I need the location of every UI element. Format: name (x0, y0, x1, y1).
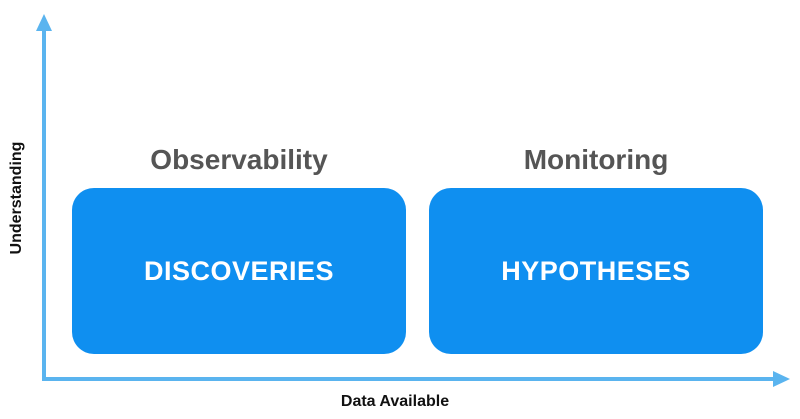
y-axis-label: Understanding (8, 141, 25, 255)
discoveries-label: DISCOVERIES (143, 255, 335, 286)
hypotheses-box: HYPOTHESES (429, 188, 763, 354)
x-axis-label-text: Data Available (340, 393, 450, 410)
hypotheses-label: HYPOTHESES (501, 255, 691, 286)
monitoring-title: Monitoring (523, 144, 669, 175)
x-axis-arrowhead (773, 371, 790, 387)
discoveries-box: DISCOVERIES (72, 188, 406, 354)
x-axis-label: Data Available (0, 393, 800, 411)
observability-title: Observability (150, 144, 328, 175)
y-axis-arrowhead (36, 14, 52, 31)
